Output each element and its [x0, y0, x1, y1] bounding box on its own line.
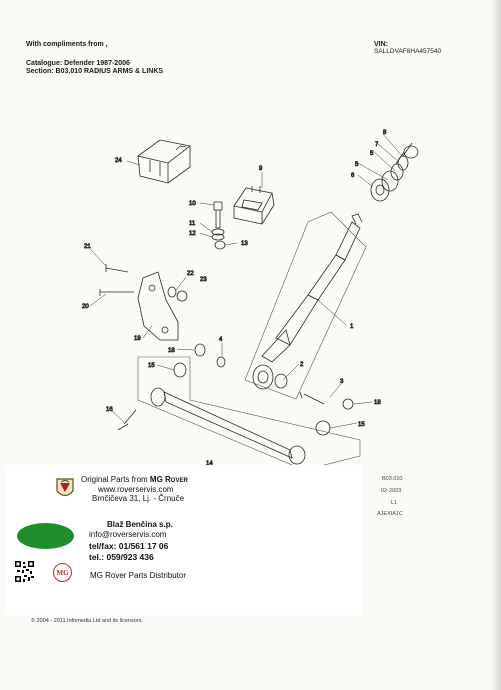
callout-7: 7: [375, 142, 379, 148]
catalogue-line: Catalogue: Defender 1987-2006: [26, 60, 130, 67]
leader-lines: [89, 133, 403, 491]
ref-id: AJEXIA1C: [377, 511, 403, 517]
callout-1: 1: [350, 324, 354, 330]
ref-rev: L1: [391, 500, 398, 506]
dealer-original-parts: Original Parts from MG Rover: [81, 475, 188, 484]
callout-14: 14: [206, 461, 213, 467]
dealer-telfax: tel/fax: 01/561 17 06: [89, 541, 169, 551]
scan-edge-shadow: [491, 0, 501, 690]
callout-15a: 15: [148, 363, 155, 369]
callout-6: 6: [351, 173, 355, 179]
compliments-line: With compliments from ,: [26, 41, 108, 48]
callout-2: 2: [300, 362, 304, 368]
callout-12: 12: [189, 231, 196, 237]
rover-shield-logo: [56, 478, 74, 497]
callout-10: 10: [189, 201, 196, 207]
callout-9: 9: [259, 166, 263, 172]
callout-8: 8: [383, 130, 387, 136]
dealer-email[interactable]: info@roverservis.com: [89, 530, 167, 539]
qr-code: [14, 560, 35, 583]
dealer-website[interactable]: www.roverservis.com: [98, 485, 174, 494]
part-4-18-drawing: [194, 343, 354, 410]
part-14-link-rod-drawing: [150, 362, 331, 465]
callout-5b: 5: [355, 162, 359, 168]
part-10-13-drawing: [211, 201, 226, 250]
mg-badge-text: MG: [56, 568, 69, 577]
vin-label: VIN:: [374, 41, 388, 48]
green-oval-logo: [17, 523, 74, 549]
callout-16: 16: [106, 407, 113, 413]
callout-19: 19: [134, 336, 141, 342]
callout-13: 13: [241, 241, 248, 247]
mg-badge-logo: MG: [53, 563, 72, 582]
callout-20: 20: [82, 304, 89, 310]
callout-18a: 18: [168, 348, 175, 354]
section-line: Section: B03.010 RADIUS ARMS & LINKS: [26, 68, 164, 75]
callout-4: 4: [219, 337, 223, 343]
callout-11: 11: [189, 221, 196, 227]
callout-21: 21: [84, 244, 91, 250]
part-24-drawing: [137, 139, 191, 184]
dealer-distributor: MG Rover Parts Distributor: [90, 571, 187, 580]
callout-18b: 18: [374, 400, 381, 406]
dealer-brand: MG Rover: [149, 475, 188, 484]
callout-3: 3: [340, 379, 344, 385]
ref-code: B03.010: [382, 476, 403, 482]
copyright-notice: © 2004 - 2011 Infomedia Ltd and its lice…: [31, 618, 143, 624]
dealer-address: Brnčičeva 31, Lj. - Črnuče: [92, 494, 185, 503]
dealer-tel: tel.: 059/923 436: [89, 552, 154, 562]
dealer-original-parts-prefix: Original Parts from: [81, 475, 150, 484]
dealer-company: Blaž Benčina s.p.: [107, 520, 173, 529]
callout-22: 22: [187, 271, 194, 277]
part-1-radius-arm-drawing: [252, 213, 363, 390]
callout-24: 24: [115, 158, 122, 164]
part-9-drawing: [233, 186, 275, 225]
callout-23: 23: [200, 277, 207, 283]
ref-date: 02-2003: [381, 488, 402, 494]
callout-5a: 5: [370, 151, 374, 157]
part-5-8-drawing: [370, 142, 419, 202]
part-19-23-drawing: [99, 264, 188, 341]
vin-value: SALLDVAF8HA457540: [374, 48, 442, 55]
callout-15b: 15: [358, 422, 365, 428]
callout-numbers: 1 2 3 4 5 5 6 7 8 9 10 11 12 13 14 15 15…: [82, 130, 388, 492]
